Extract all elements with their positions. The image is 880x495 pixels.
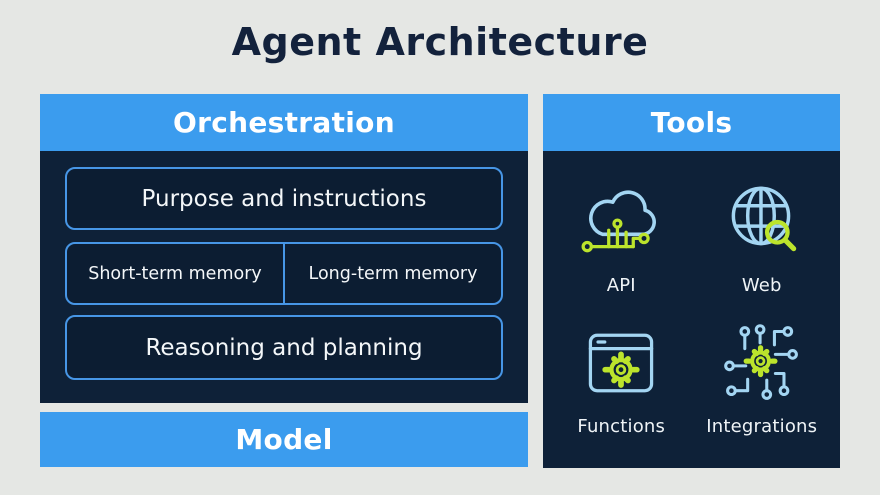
orchestration-body: Purpose and instructions Short-term memo… bbox=[40, 151, 528, 403]
memory-box: Short-term memory Long-term memory bbox=[65, 242, 503, 305]
tool-integrations: Integrations bbox=[706, 320, 817, 437]
tools-header: Tools bbox=[543, 94, 840, 151]
tool-label-functions: Functions bbox=[577, 415, 666, 437]
circuit-gear-icon bbox=[719, 320, 805, 410]
tool-label-integrations: Integrations bbox=[706, 415, 818, 437]
tools-panel: Tools bbox=[543, 94, 840, 468]
globe-search-icon bbox=[716, 173, 808, 269]
long-term-memory-cell: Long-term memory bbox=[308, 263, 478, 284]
short-term-memory-cell: Short-term memory bbox=[88, 263, 262, 284]
purpose-and-instructions-box: Purpose and instructions bbox=[65, 167, 503, 230]
tools-body: API bbox=[543, 151, 840, 468]
memory-divider bbox=[283, 244, 285, 303]
tool-web: Web bbox=[716, 173, 808, 296]
tool-label-web: Web bbox=[741, 275, 782, 297]
reasoning-and-planning-box: Reasoning and planning bbox=[65, 315, 503, 380]
tool-label-api: API bbox=[606, 275, 636, 297]
orchestration-header: Orchestration bbox=[40, 94, 528, 151]
orchestration-panel: Orchestration Purpose and instructions S… bbox=[40, 94, 528, 403]
tool-api: API bbox=[575, 173, 667, 296]
model-bar: Model bbox=[40, 412, 528, 467]
page-title: Agent Architecture bbox=[231, 20, 649, 64]
tool-functions: Functions bbox=[577, 320, 665, 437]
cloud-api-icon bbox=[575, 173, 667, 269]
browser-gear-icon bbox=[578, 320, 664, 410]
